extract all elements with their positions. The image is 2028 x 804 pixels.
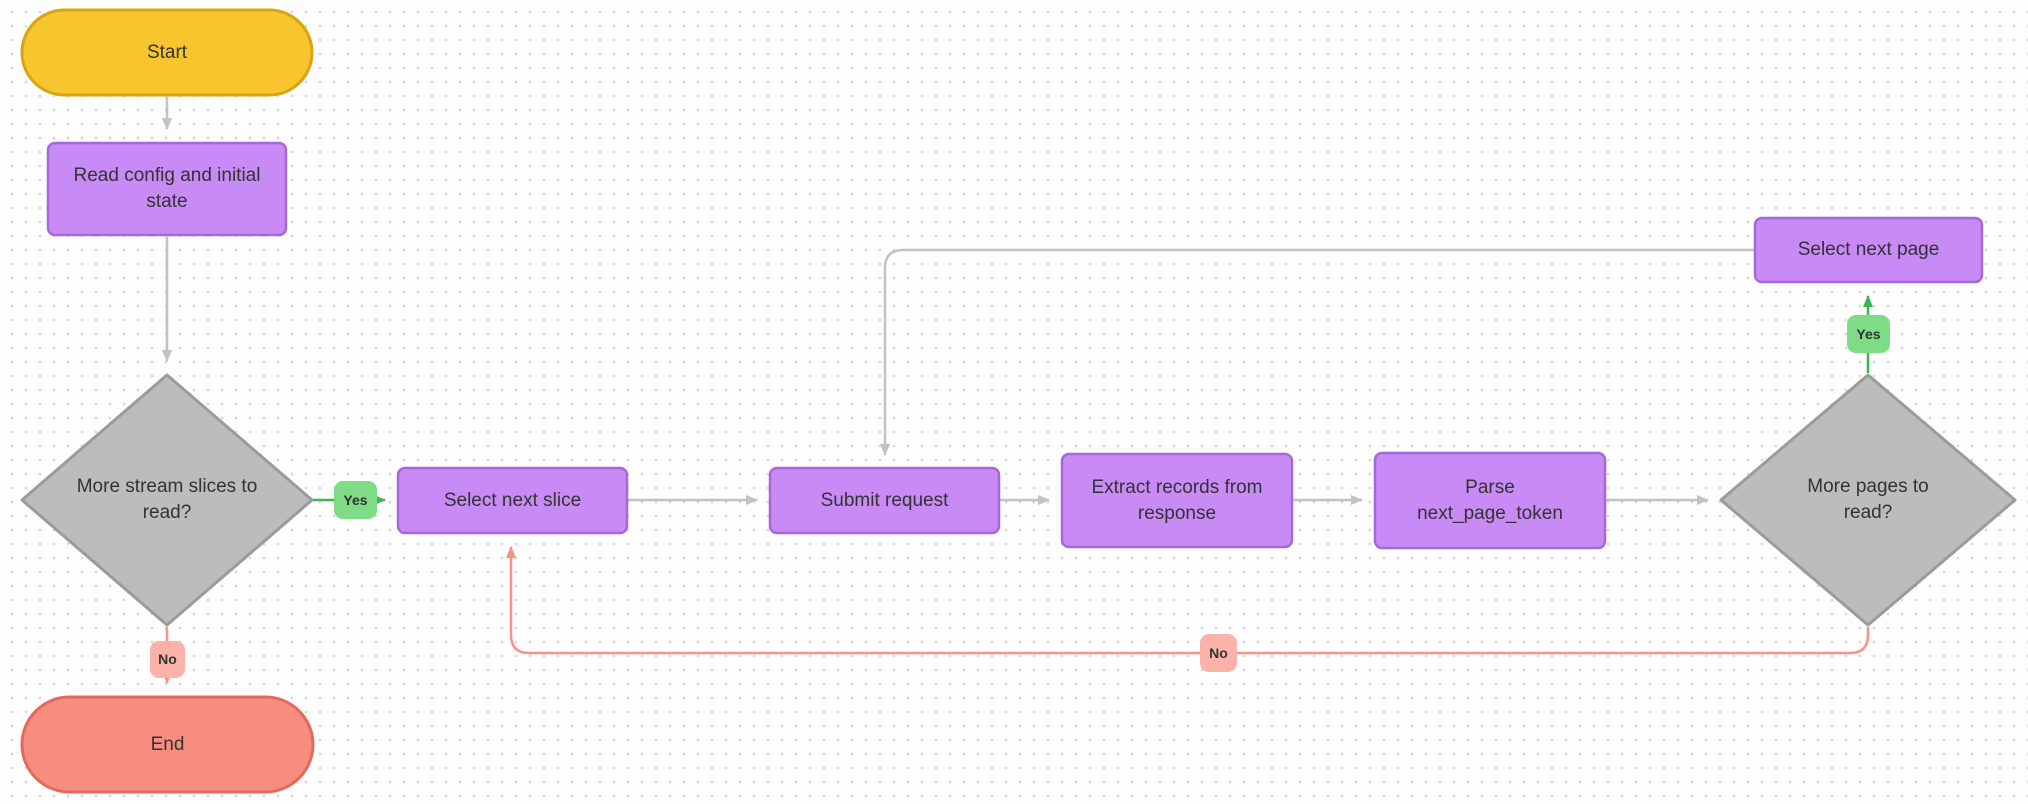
end-node-shape: [20, 695, 315, 794]
select-next-page-node-shape: [1753, 216, 1984, 284]
yes-pill-more-pages: [1847, 315, 1890, 353]
edge-more-pages-no-loop: [506, 546, 1870, 655]
no-pill-more-pages: [1200, 634, 1237, 672]
parse-token-node-shape: [1373, 451, 1607, 550]
edge-select-page-to-submit-loop: [880, 248, 1755, 456]
more-pages-decision-shape: [1719, 373, 2017, 627]
more-slices-decision-shape: [20, 373, 314, 627]
read-config-node-shape: [46, 141, 288, 237]
submit-request-node-shape: [768, 466, 1001, 535]
extract-records-node-shape: [1060, 452, 1294, 549]
select-next-slice-node-shape: [396, 466, 629, 535]
no-pill-more-slices: [150, 641, 185, 678]
yes-pill-more-slices: [334, 481, 377, 519]
start-node-shape: [20, 8, 314, 97]
